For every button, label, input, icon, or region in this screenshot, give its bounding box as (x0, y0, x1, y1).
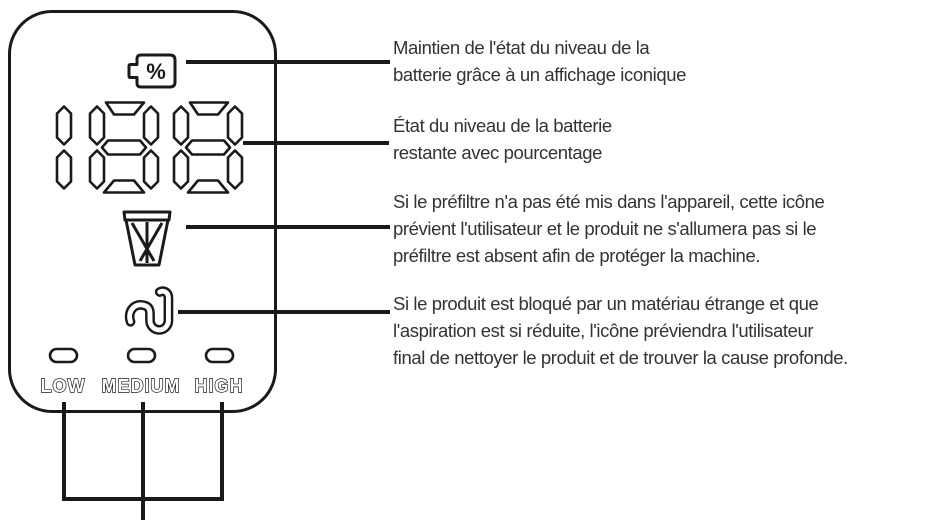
leader-line-hose-icon (178, 310, 390, 314)
connector-line-high (220, 402, 224, 501)
low-indicator-light (48, 347, 79, 364)
annotation-battery-icon: Maintien de l'état du niveau de la batte… (393, 34, 686, 88)
battery-percent-symbol: % (146, 59, 166, 84)
connector-line-joiner (62, 497, 224, 501)
prefilter-icon (122, 210, 172, 267)
annotation-battery-level: État du niveau de la batterie restante a… (393, 112, 612, 166)
high-indicator-light (204, 347, 235, 364)
connector-line-low (62, 402, 66, 501)
connector-line-medium (141, 402, 145, 520)
medium-indicator-light (126, 347, 157, 364)
mode-label-low: LOW (41, 376, 86, 396)
annotation-line: État du niveau de la batterie (393, 115, 612, 136)
annotation-line: Si le produit est bloqué par un matériau… (393, 293, 819, 314)
battery-percentage-icon: % (127, 53, 177, 89)
mode-label-medium: MEDIUM (102, 376, 181, 396)
annotation-line: final de nettoyer le produit et de trouv… (393, 347, 848, 368)
annotation-line: l'aspiration est si réduite, l'icône pré… (393, 320, 814, 341)
device-display-panel: % LOW MEDIUM HIGH (8, 10, 277, 413)
leader-line-display (243, 141, 389, 145)
annotation-line: Si le préfiltre n'a pas été mis dans l'a… (393, 191, 825, 212)
leader-line-battery-icon (186, 60, 390, 64)
annotation-line: restante avec pourcentage (393, 142, 603, 163)
annotation-line: Maintien de l'état du niveau de la (393, 37, 650, 58)
annotation-blockage: Si le produit est bloqué par un matériau… (393, 290, 848, 371)
annotation-line: préfiltre est absent afin de protéger la… (393, 245, 761, 266)
hose-blockage-icon (124, 286, 174, 335)
annotation-prefilter: Si le préfiltre n'a pas été mis dans l'a… (393, 188, 825, 269)
annotation-line: batterie grâce à un affichage iconique (393, 64, 687, 85)
seven-segment-battery-display (55, 101, 244, 194)
mode-label-high: HIGH (195, 376, 244, 396)
leader-line-prefilter-icon (186, 225, 390, 229)
power-mode-row: LOW MEDIUM HIGH (40, 347, 244, 397)
annotation-line: prévient l'utilisateur et le produit ne … (393, 218, 817, 239)
